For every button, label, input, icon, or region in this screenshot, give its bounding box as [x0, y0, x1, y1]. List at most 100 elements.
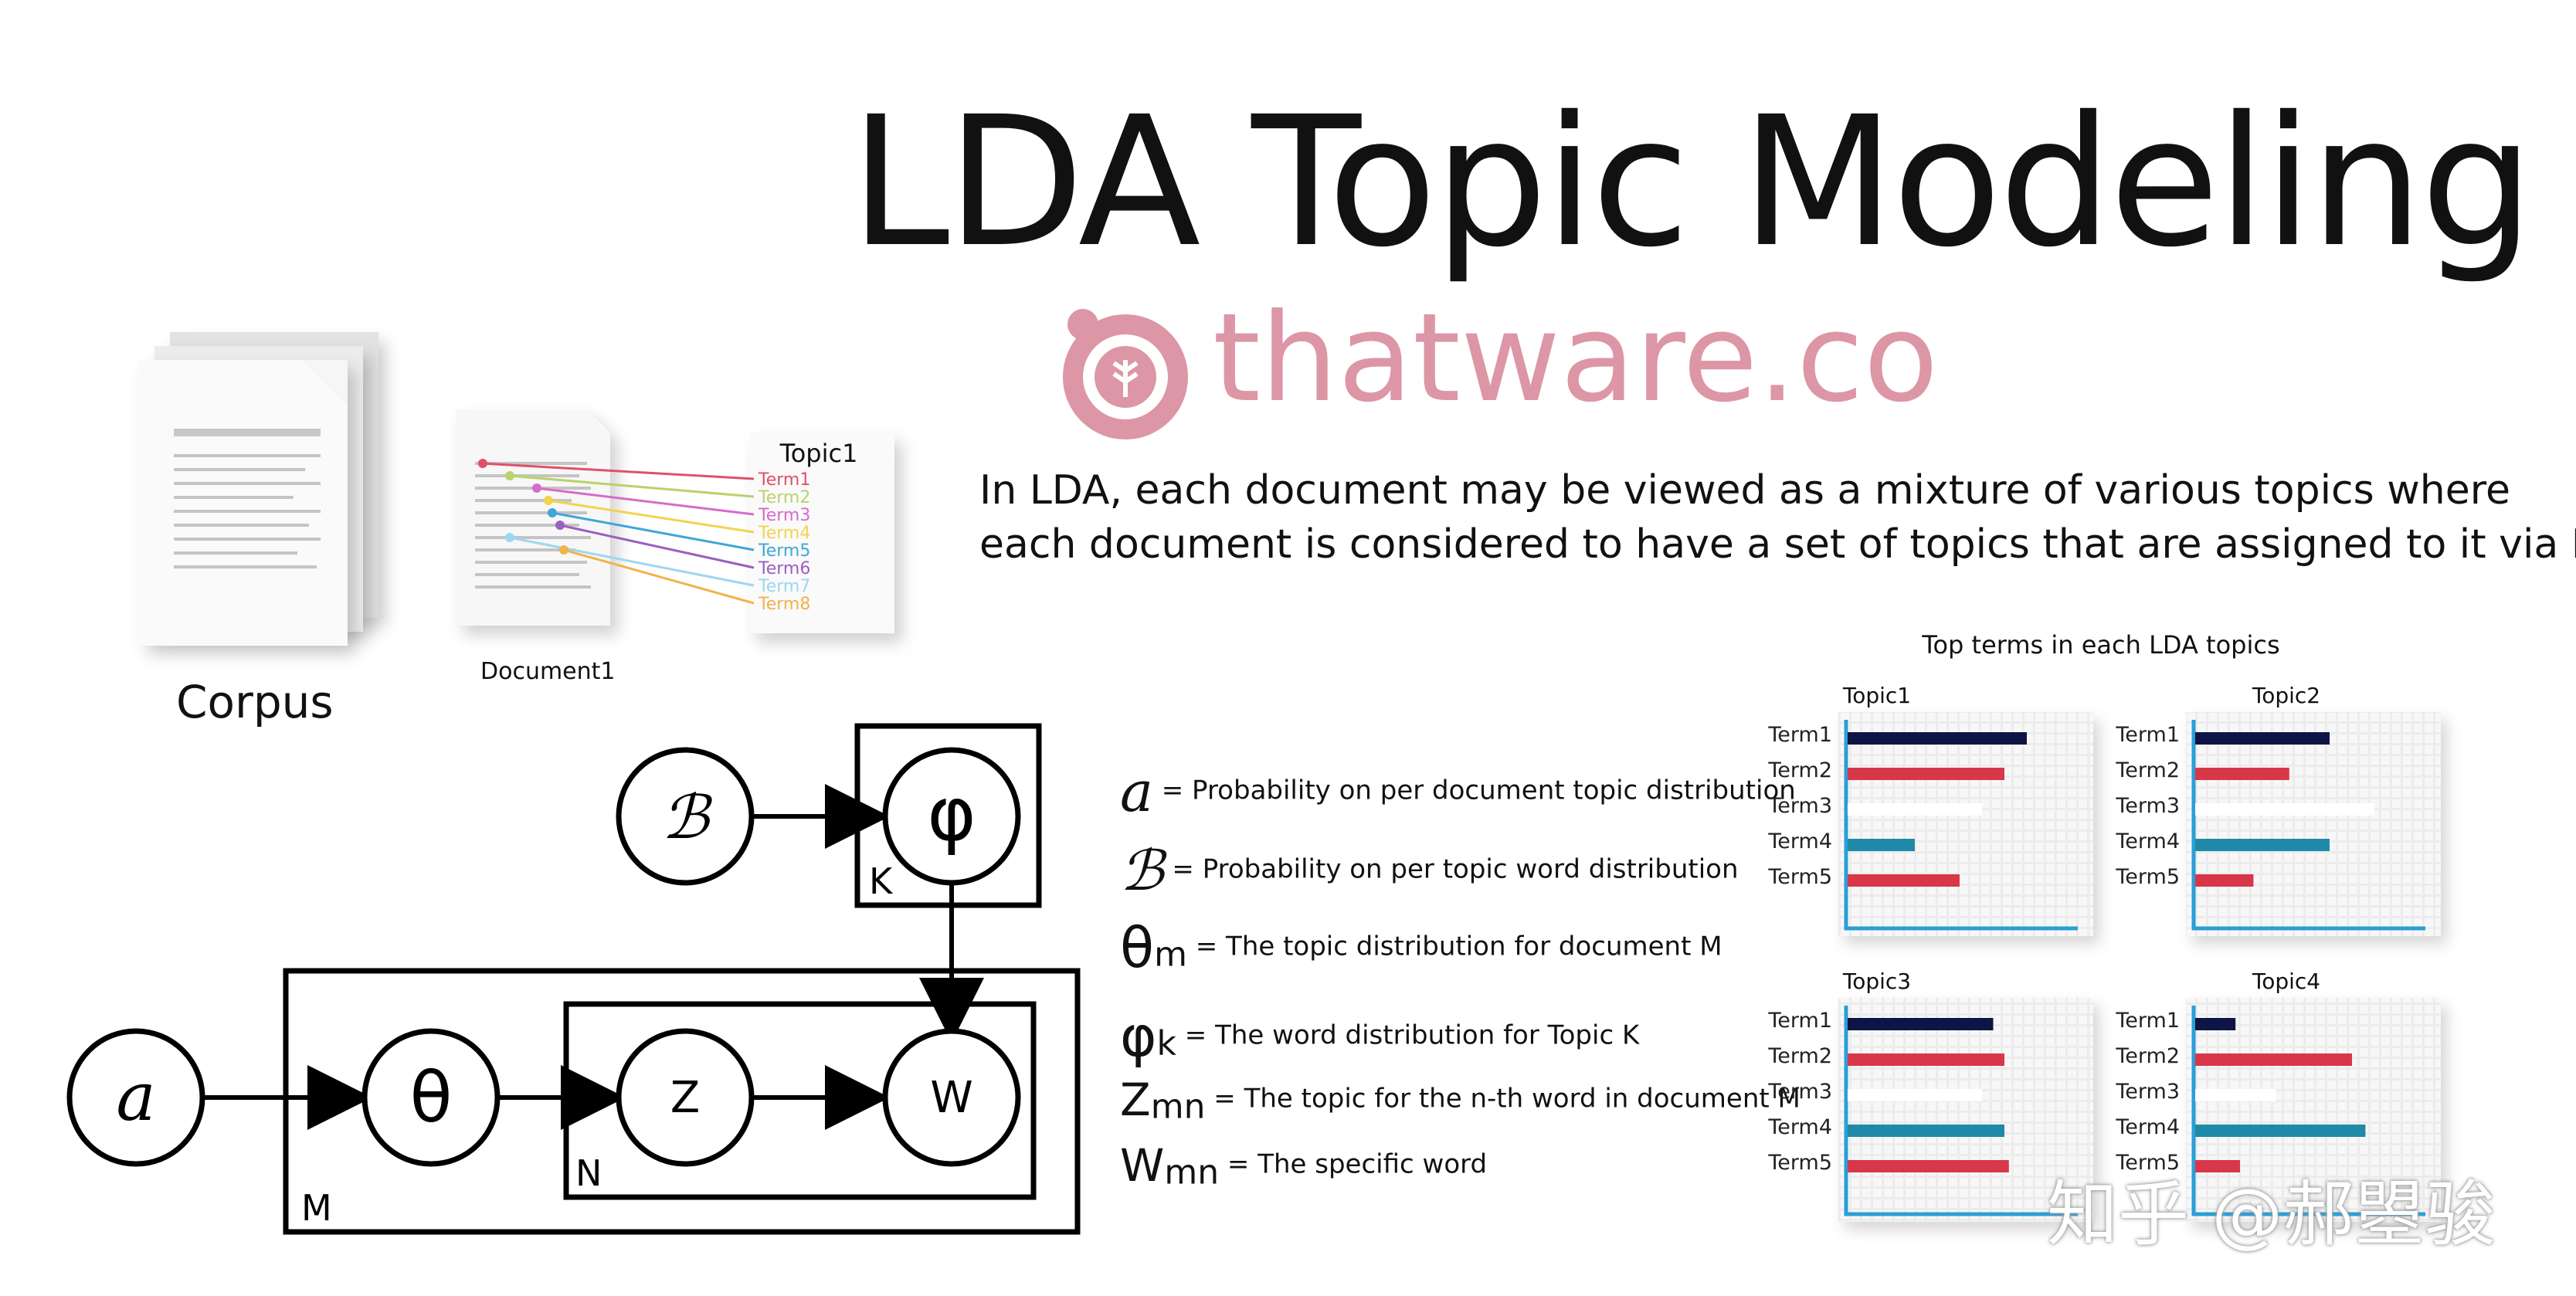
legend-text: = The topic distribution for document M [1195, 931, 1722, 962]
legend-row: θm = The topic distribution for document… [1120, 915, 1722, 980]
corpus-label: Corpus [176, 676, 334, 728]
category-label: Term5 [2115, 1151, 2180, 1175]
phi-node [882, 747, 1021, 886]
watermark: 知乎 @郝曌骏 [2047, 1173, 2496, 1256]
bar [1848, 803, 1982, 816]
bar [2195, 732, 2330, 745]
z-symbol: Z [670, 1073, 700, 1123]
legend-symbol: a [1120, 759, 1153, 824]
bar [2195, 1053, 2352, 1066]
page-title: LDA Topic Modeling [850, 78, 2534, 287]
term-dot [555, 521, 565, 530]
topic-connector-line [536, 487, 755, 516]
legend-row: φk = The word distribution for Topic K [1120, 1004, 1639, 1069]
topic-connector-line [509, 474, 755, 498]
topic-bar-charts: Top terms in each LDA topics Topic1Term1… [1767, 630, 2441, 1222]
term-dot [548, 508, 557, 517]
description-line: In LDA, each document may be viewed as a… [979, 467, 2510, 514]
topic-term: Term3 [758, 506, 810, 525]
term-dot [478, 459, 487, 468]
legend-text: = The word distribution for Topic K [1184, 1019, 1640, 1051]
panel-axis [1844, 720, 2078, 931]
category-label: Term3 [2115, 1080, 2180, 1104]
category-label: Term4 [1767, 830, 1832, 853]
panel-axis [2191, 1006, 2425, 1216]
bar [2195, 874, 2254, 887]
legend-symbol: θ [1120, 915, 1155, 980]
category-label: Term4 [2115, 1115, 2180, 1139]
term-dot [505, 471, 514, 480]
theta-symbol: θ [409, 1057, 452, 1138]
plate-m-label: M [301, 1187, 332, 1229]
legend-row: ℬ = Probability on per topic word distri… [1120, 838, 1739, 903]
w-symbol: W [930, 1073, 972, 1123]
category-label: Term5 [2115, 865, 2180, 889]
category-label: Term3 [1767, 794, 1832, 818]
theta-node [361, 1028, 501, 1167]
phi-symbol: φ [927, 771, 976, 857]
legend-subscript: k [1156, 1023, 1176, 1064]
beta-symbol: ℬ [661, 783, 712, 853]
panel-background [1838, 998, 2093, 1222]
alpha-symbol: a [116, 1059, 155, 1136]
legend-symbol: ℬ [1120, 838, 1164, 903]
description-line: each document is considered to have a se… [979, 521, 2576, 568]
bar [1848, 1089, 1982, 1101]
topic-connector-line [548, 499, 755, 534]
plate-n-label: N [575, 1152, 602, 1194]
topic-term: Term4 [758, 524, 810, 543]
bar [2195, 768, 2289, 780]
term-dot [505, 533, 514, 542]
panel-axis [2191, 720, 2425, 931]
corpus-stack-icon [139, 332, 378, 646]
term-dot [544, 496, 553, 505]
category-label: Term2 [1767, 758, 1832, 782]
category-label: Term4 [2115, 830, 2180, 853]
bar [2195, 839, 2330, 851]
brand-name: thatware.co [1213, 287, 1939, 429]
bar [1848, 1053, 2004, 1066]
bar [1848, 839, 1915, 851]
topic-connector-lines [478, 459, 755, 605]
legend-symbol: φ [1120, 1004, 1157, 1069]
legend-subscript: m [1154, 935, 1187, 975]
bar [1848, 1160, 2009, 1172]
z-node [616, 1028, 755, 1167]
plate-k-label: K [869, 860, 894, 902]
topic-term: Term8 [758, 595, 810, 614]
chart-title: Top terms in each LDA topics [1921, 630, 2279, 660]
bar [2195, 1160, 2240, 1172]
panel-background [1838, 712, 2093, 936]
bar [1848, 874, 1960, 887]
category-label: Term4 [1767, 1115, 1832, 1139]
bar [1848, 732, 2027, 745]
corpus-illustration: Topic1 Term1Term2Term3Term4Term5Term6Ter… [139, 332, 894, 646]
category-label: Term2 [1767, 1044, 1832, 1068]
panel-background [2186, 712, 2441, 936]
category-label: Term2 [2115, 1044, 2180, 1068]
legend-symbol: Z [1120, 1074, 1151, 1126]
topic-term: Term1 [758, 470, 810, 490]
legend-row: Wmn = The specific word [1120, 1139, 1487, 1193]
panel-axis [1844, 1006, 2078, 1216]
legend-text: = Probability on per topic word distribu… [1172, 853, 1739, 885]
topic-connector-line [552, 511, 755, 551]
category-label: Term5 [1767, 1151, 1832, 1175]
document-label: Document1 [480, 658, 616, 685]
beta-node [616, 747, 755, 886]
panel-background [2186, 998, 2441, 1222]
bar [1848, 768, 2004, 780]
bar [1848, 1018, 1994, 1030]
topic-term: Term6 [758, 559, 810, 578]
panel-title: Topic1 [1842, 683, 1911, 708]
topic-connector-line [509, 536, 755, 587]
legend-symbol: W [1120, 1139, 1165, 1192]
legend-row: Zmn = The topic for the n-th word in doc… [1120, 1074, 1800, 1127]
category-label: Term1 [2115, 1009, 2180, 1033]
term-dot [559, 545, 568, 555]
category-label: Term5 [1767, 865, 1832, 889]
